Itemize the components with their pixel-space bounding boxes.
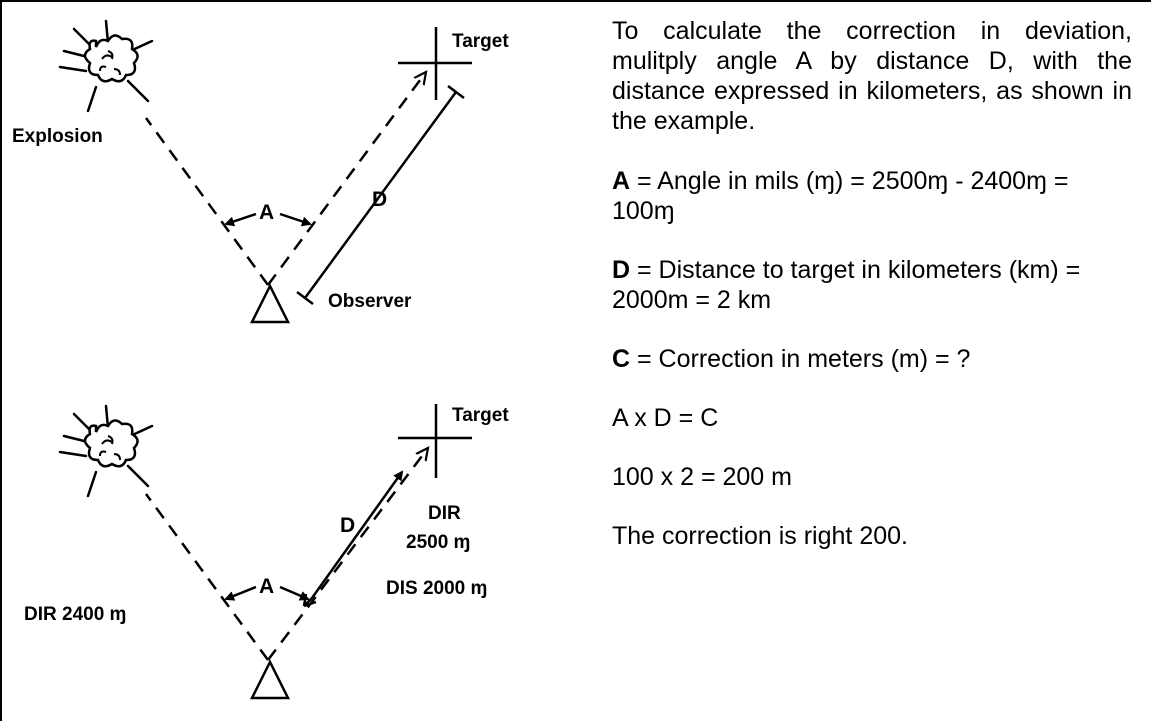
explanation-panel: To calculate the correction in deviation… (612, 16, 1132, 580)
calculation: 100 x 2 = 200 m (612, 463, 792, 491)
angle-arrow-right (279, 212, 312, 227)
distance-d-label: D (372, 188, 387, 211)
angle-definition-text: = Angle in mils (ɱ) = 2500ɱ - 2400ɱ = 10… (612, 167, 1069, 225)
angle-arrow-left (224, 585, 257, 601)
distance-d-label: D (340, 514, 355, 537)
observer-label: Observer (328, 291, 412, 312)
correction-definition: C = Correction in meters (m) = ? (612, 344, 1132, 374)
target-crosshair (398, 27, 472, 100)
explosion-icon (58, 404, 154, 498)
distance-arrow (310, 470, 404, 599)
correction-definition-text: = Correction in meters (m) = ? (630, 345, 971, 373)
target-crosshair (398, 404, 472, 478)
conclusion: The correction is right 200. (612, 522, 908, 550)
observer-triangle-icon (249, 283, 291, 324)
angle-definition: A = Angle in mils (ɱ) = 2500ɱ - 2400ɱ = … (612, 166, 1132, 226)
distance-bracket (296, 85, 465, 305)
top-diagram: Explosion Target A D Observer (12, 19, 509, 324)
dir-explosion-label: DIR 2400 ɱ (24, 604, 126, 625)
distance-letter: D (612, 256, 631, 284)
correction-letter: C (612, 345, 631, 373)
line-of-explosion (144, 117, 270, 286)
target-label: Target (452, 405, 509, 426)
line-of-explosion (144, 493, 270, 661)
target-label: Target (452, 31, 509, 52)
angle-arrow-left (224, 212, 257, 227)
observer-target-line (267, 448, 428, 661)
dis-label: DIS 2000 ɱ (386, 578, 487, 599)
distance-definition: D = Distance to target in kilometers (km… (612, 255, 1132, 315)
bottom-diagram: Target D A DIR 2500 ɱ DIS 2000 ɱ DIR 240… (24, 404, 509, 700)
observer-target-line (266, 72, 426, 286)
angle-letter: A (612, 167, 631, 195)
fire-correction-diagram: Explosion Target A D Observer (12, 19, 509, 700)
distance-definition-text: = Distance to target in kilometers (km) … (612, 256, 1081, 314)
formula: A x D = C (612, 404, 719, 432)
dir-target-label-line2: 2500 ɱ (406, 532, 470, 553)
intro-paragraph: To calculate the correction in deviation… (612, 17, 1132, 135)
angle-arrow-right (279, 585, 310, 601)
explosion-label: Explosion (12, 126, 103, 147)
observer-triangle-icon (249, 659, 291, 700)
dir-target-label-line1: DIR (428, 503, 461, 524)
angle-a-label: A (259, 575, 274, 598)
angle-a-label: A (259, 201, 274, 224)
explosion-icon (58, 19, 154, 113)
